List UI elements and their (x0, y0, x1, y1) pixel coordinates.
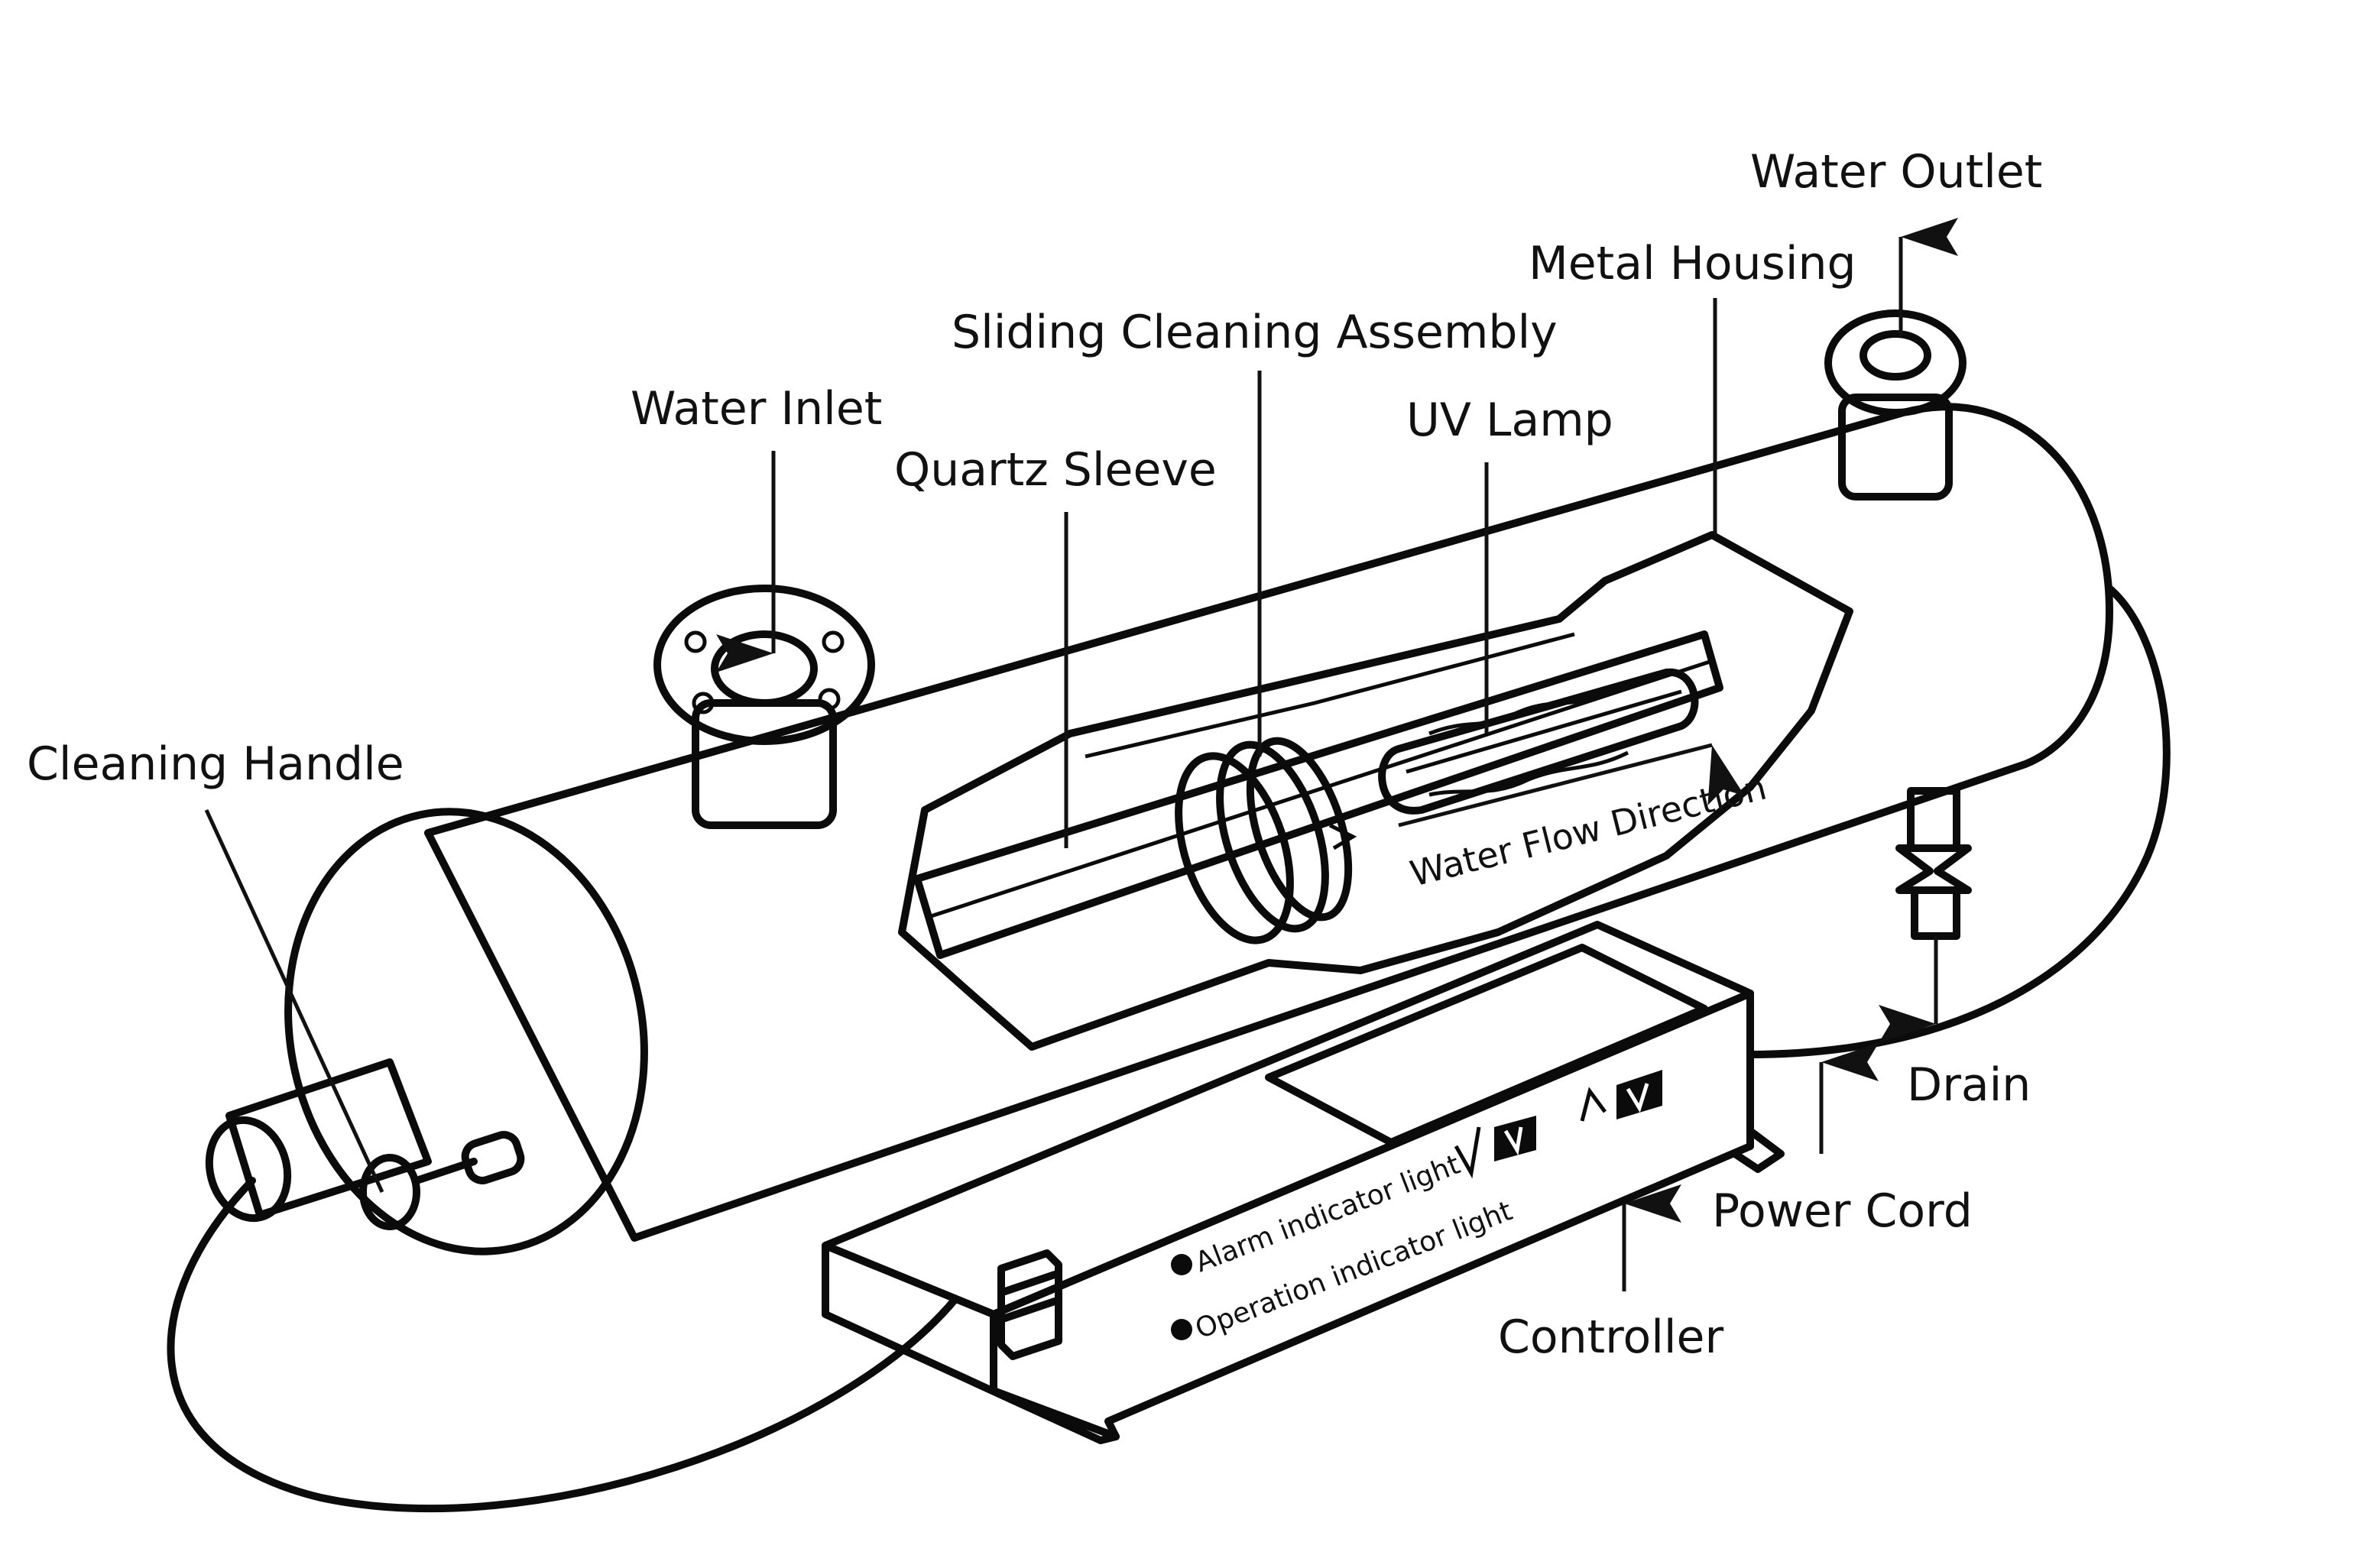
label-cleaning-handle: Cleaning Handle (27, 737, 404, 791)
label-controller: Controller (1498, 1310, 1723, 1364)
controller-front (990, 990, 1754, 1440)
uv-lamp (1378, 668, 1699, 815)
end-cap (284, 808, 648, 1255)
sliding-cleaning-assembly (1175, 737, 1357, 944)
cleaning-handle-leader (204, 808, 384, 1194)
up-indicator-icon (1580, 1070, 1662, 1122)
label-water-outlet: Water Outlet (1750, 145, 2042, 199)
label-water-inlet: Water Inlet (631, 382, 882, 436)
cleaning-handle[interactable] (199, 1058, 525, 1230)
controller-inner-recess (1265, 944, 1708, 1146)
label-power-cord: Power Cord (1712, 1184, 1973, 1238)
alarm-indicator-light (1171, 1254, 1192, 1275)
quartz-sleeve (913, 630, 1723, 959)
water-flow-arrow (1398, 743, 1745, 828)
label-metal-housing: Metal Housing (1529, 237, 1856, 290)
water-inlet-port[interactable] (653, 585, 875, 829)
controller-side (822, 1242, 1120, 1444)
label-uv-lamp: UV Lamp (1406, 394, 1613, 447)
label-sliding-cleaning-assembly: Sliding Cleaning Assembly (952, 306, 1558, 359)
controller-foot-right (1731, 1127, 1785, 1173)
down-indicator-icon (1454, 1116, 1536, 1179)
power-cord-left (167, 1177, 959, 1513)
operation-indicator-light (1171, 1319, 1192, 1340)
water-outlet-port[interactable] (1824, 309, 1967, 501)
drain-valve[interactable] (1895, 787, 1972, 940)
water-flow-direction-label: Water Flow Direction (1406, 766, 1771, 895)
power-switch[interactable] (997, 1249, 1062, 1360)
label-quartz-sleeve: Quartz Sleeve (894, 443, 1217, 497)
label-drain: Drain (1907, 1058, 2031, 1112)
